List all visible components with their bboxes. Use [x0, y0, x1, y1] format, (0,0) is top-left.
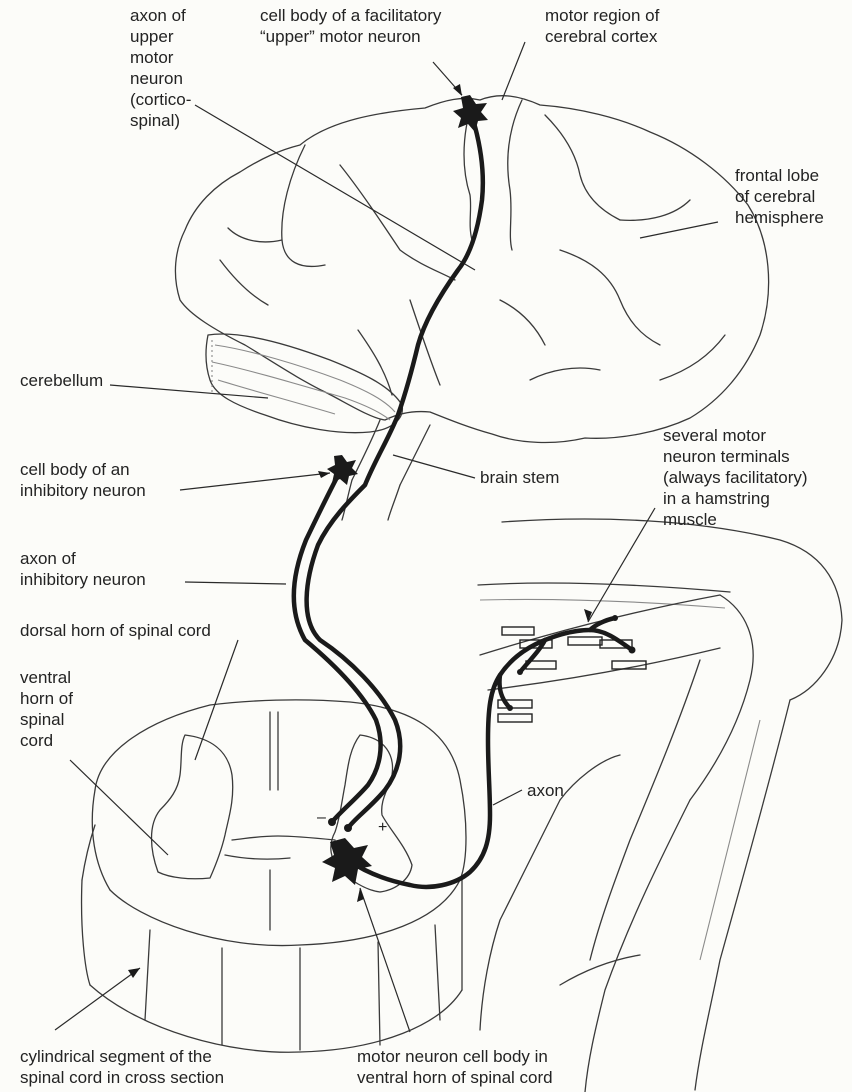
- axon-pathways: [294, 110, 636, 887]
- cell-bodies: [322, 95, 488, 885]
- spinal-cord-section: [82, 700, 466, 1052]
- label-dorsal-horn: dorsal horn of spinal cord: [20, 620, 211, 641]
- leg-and-muscle: [478, 519, 842, 1092]
- brain-outline: [175, 96, 768, 443]
- facilitatory-synapse-sign: +: [378, 819, 387, 836]
- brain-stem: [342, 420, 430, 520]
- facilitatory-cell-body: [453, 95, 488, 132]
- cerebellum: [206, 334, 402, 433]
- inhibitory-synapse-sign: –: [317, 809, 326, 826]
- label-axon: axon: [527, 780, 564, 801]
- label-cell-body-facilitatory: cell body of a facilitatory“upper” motor…: [260, 5, 441, 47]
- inhibitory-cell-body: [327, 455, 358, 485]
- motor-neuron-cell-body: [322, 838, 372, 885]
- label-cerebellum: cerebellum: [20, 370, 103, 391]
- label-brain-stem: brain stem: [480, 467, 559, 488]
